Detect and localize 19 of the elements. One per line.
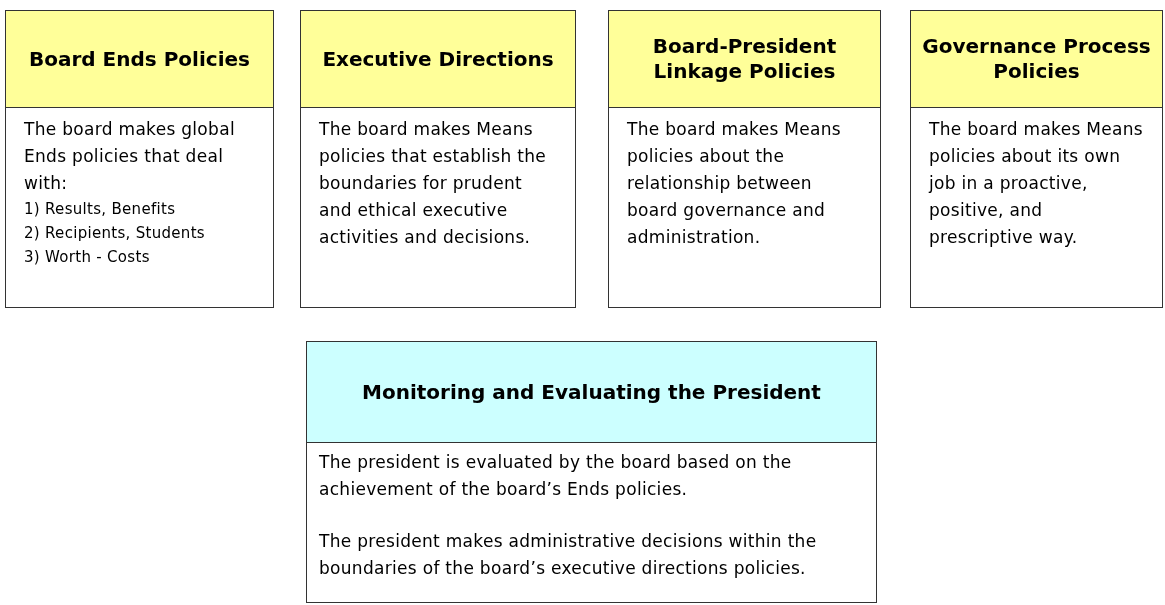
policy-card	[300, 10, 576, 308]
policy-card	[608, 10, 881, 308]
card-heading: Board Ends Policies	[6, 11, 273, 108]
list-item: 1) Results, Benefits	[24, 199, 177, 220]
description-text: The president is evaluated by the board based on the achievement of the board’s Ends policies.	[319, 451, 793, 501]
card-heading: Governance Process Policies	[911, 11, 1162, 108]
description-text: The board makes Means policies about its own job in a proactive, positive, and prescriptive way.	[929, 118, 1144, 249]
policy-card	[306, 341, 877, 603]
card-heading: Executive Directions	[301, 11, 575, 108]
policy-card	[910, 10, 1163, 308]
card-heading: Board-President Linkage Policies	[609, 11, 880, 108]
description-text: The board makes global Ends policies that deal with:	[24, 118, 236, 195]
description-text: The board makes Means policies that establish the boundaries for prudent and ethical executive activities and decisions.	[319, 118, 548, 249]
description-text: The president makes administrative decisions within the boundaries of the board’s executive directions policies.	[319, 530, 818, 580]
list-item: 3) Worth - Costs	[24, 247, 151, 268]
card-heading: Monitoring and Evaluating the President	[307, 342, 876, 443]
policy-card	[5, 10, 274, 308]
description-text: The board makes Means policies about the relationship between board governance and administration.	[627, 118, 842, 249]
list-item: 2) Recipients, Students	[24, 223, 206, 244]
